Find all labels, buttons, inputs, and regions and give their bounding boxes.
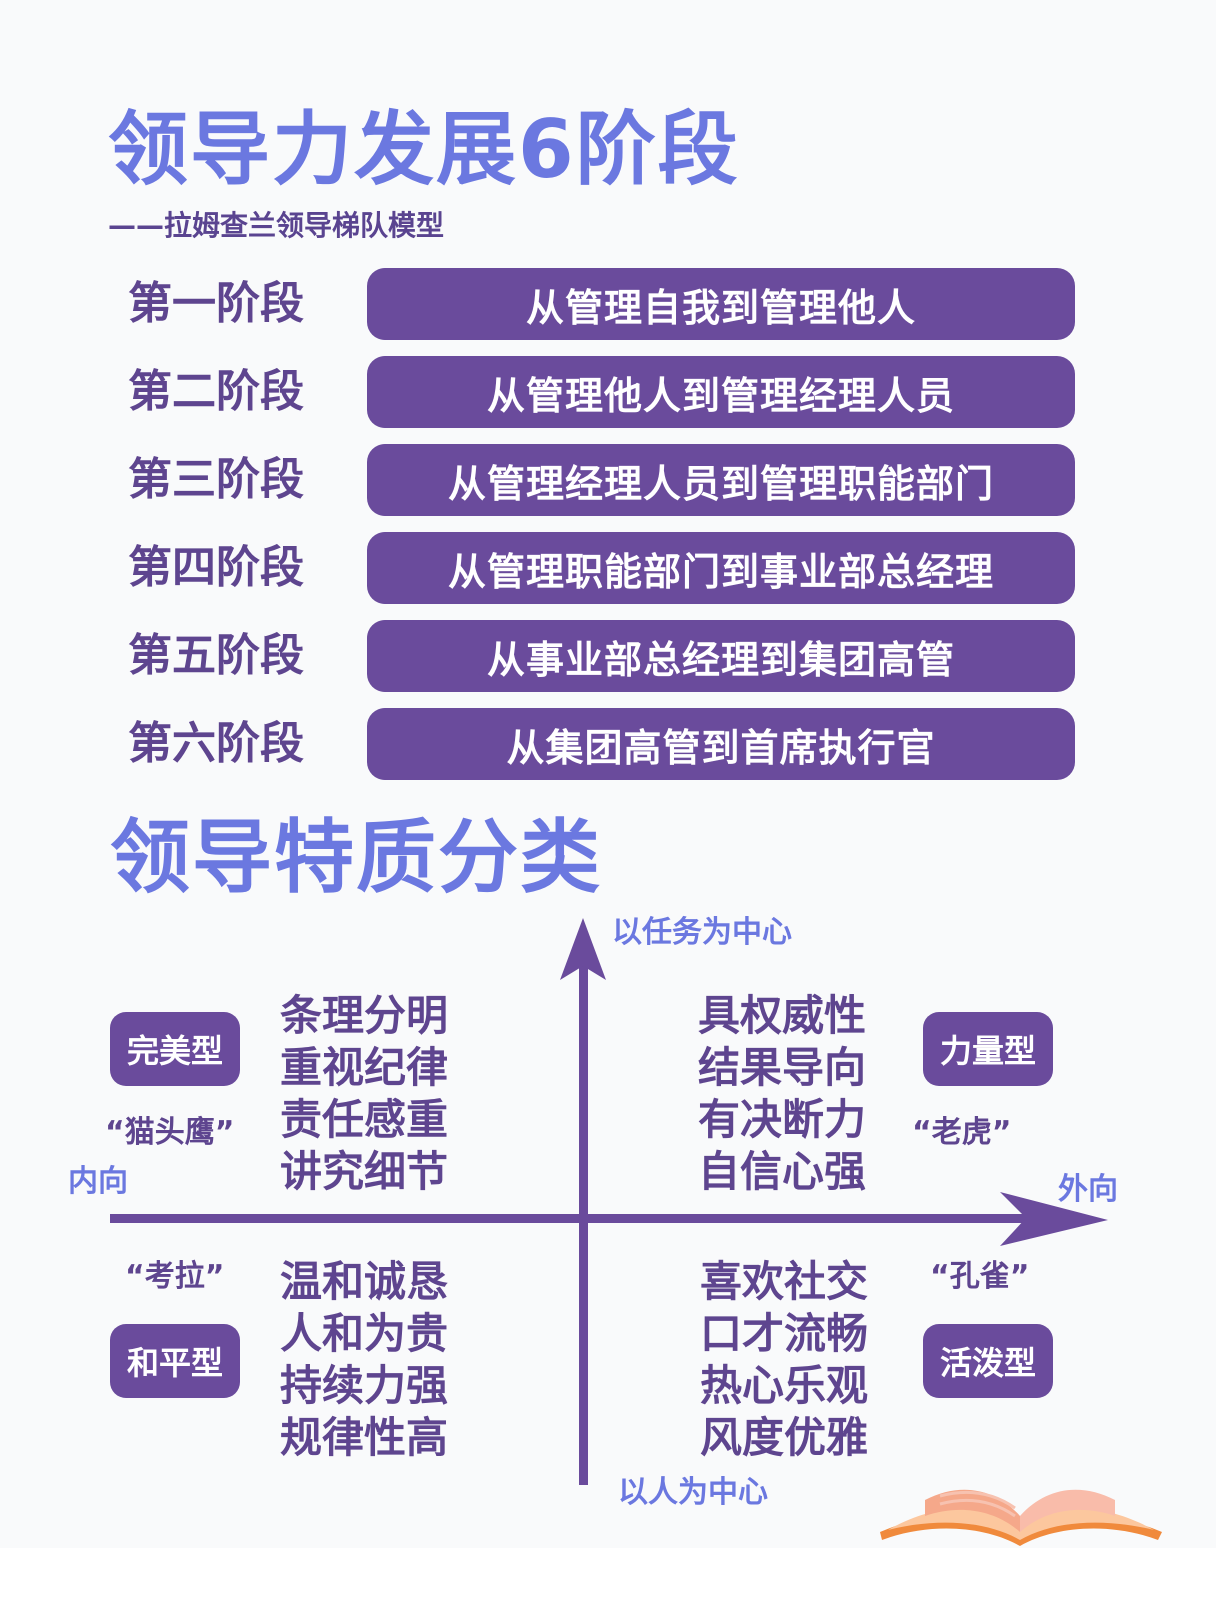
stage-bar-2: 从管理他人到管理经理人员 [367, 356, 1075, 428]
page-subtitle: ——拉姆查兰领导梯队模型 [108, 209, 445, 242]
nickname-koala: “考拉” [125, 1259, 225, 1294]
trait-item: 风度优雅 [700, 1413, 869, 1462]
traits-list-bottom-left: 温和诚恳 人和为贵 持续力强 规律性高 [280, 1256, 448, 1464]
traits-list-bottom-right: 喜欢社交 口才流畅 热心乐观 风度优雅 [700, 1256, 868, 1464]
stage-bar-4: 从管理职能部门到事业部总经理 [367, 532, 1075, 604]
trait-item: 具权威性 [698, 991, 867, 1040]
page-title: 领导力发展6阶段 [108, 103, 740, 196]
axis-label-right: 外向 [1058, 1172, 1118, 1207]
quadrant-axes [110, 918, 1108, 1485]
trait-item: 重视纪律 [280, 1043, 449, 1092]
type-badge-peaceful: 和平型 [110, 1324, 240, 1398]
traits-list-top-left: 条理分明 重视纪律 责任感重 讲究细节 [280, 990, 448, 1198]
type-badge-power: 力量型 [923, 1012, 1053, 1086]
stage-label-6: 第六阶段 [128, 718, 304, 769]
axis-label-bottom: 以人为中心 [618, 1475, 768, 1510]
trait-item: 有决断力 [698, 1095, 867, 1144]
infographic-canvas: 领导力发展6阶段 ——拉姆查兰领导梯队模型 第一阶段 从管理自我到管理他人 第二… [68, 103, 1162, 1546]
trait-item: 口才流畅 [700, 1309, 869, 1358]
vertical-axis-arrow [560, 918, 606, 1485]
stage-label-3: 第三阶段 [128, 454, 304, 505]
stage-bar-6: 从集团高管到首席执行官 [367, 708, 1075, 780]
open-book-icon [880, 1489, 1162, 1546]
nickname-peacock: “孔雀” [930, 1259, 1030, 1294]
stage-label-5: 第五阶段 [128, 630, 304, 681]
trait-item: 条理分明 [280, 991, 449, 1040]
stage-bar-1: 从管理自我到管理他人 [367, 268, 1075, 340]
stage-label-1: 第一阶段 [128, 278, 304, 329]
type-badge-lively: 活泼型 [923, 1324, 1053, 1398]
trait-item: 喜欢社交 [700, 1257, 869, 1306]
nickname-tiger: “老虎” [912, 1115, 1012, 1150]
trait-item: 持续力强 [280, 1361, 449, 1410]
stage-label-4: 第四阶段 [128, 542, 304, 593]
trait-item: 温和诚恳 [280, 1257, 449, 1306]
trait-item: 结果导向 [698, 1043, 867, 1092]
type-badge-perfect: 完美型 [110, 1012, 240, 1086]
nickname-owl: “猫头鹰” [105, 1115, 235, 1150]
horizontal-axis-arrow [110, 1192, 1108, 1246]
trait-item: 自信心强 [698, 1147, 867, 1196]
trait-item: 热心乐观 [700, 1361, 869, 1410]
traits-list-top-right: 具权威性 结果导向 有决断力 自信心强 [698, 990, 866, 1198]
stage-bar-5: 从事业部总经理到集团高管 [367, 620, 1075, 692]
trait-item: 规律性高 [280, 1413, 449, 1462]
traits-section-title: 领导特质分类 [110, 811, 602, 904]
axis-label-top: 以任务为中心 [612, 915, 792, 950]
trait-item: 讲究细节 [280, 1147, 449, 1196]
trait-item: 人和为贵 [280, 1309, 449, 1358]
trait-item: 责任感重 [280, 1095, 449, 1144]
stage-bar-3: 从管理经理人员到管理职能部门 [367, 444, 1075, 516]
axis-label-left: 内向 [68, 1164, 128, 1199]
stage-label-2: 第二阶段 [128, 366, 304, 417]
